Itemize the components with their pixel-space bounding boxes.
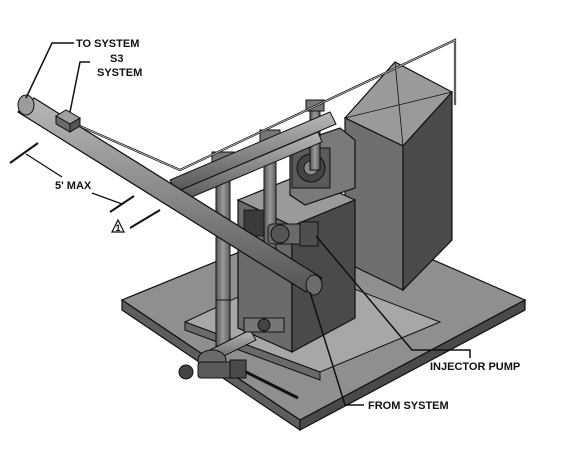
leader-injector-pump xyxy=(315,235,471,358)
label-injector-pump: INJECTOR PUMP xyxy=(430,361,520,373)
label-from-system: FROM SYSTEM xyxy=(368,400,449,412)
base-side-edge xyxy=(299,299,526,431)
bottom-pump xyxy=(178,349,247,380)
injector-pump xyxy=(267,221,319,247)
dimension-lines xyxy=(9,142,161,229)
note-marker-number: 1 xyxy=(116,223,121,233)
label-5-max: 5' MAX xyxy=(55,180,92,192)
note-marker: 1 xyxy=(111,218,125,233)
label-s3-system: SYSTEM xyxy=(97,67,142,79)
storage-cabinet xyxy=(344,61,453,292)
leader-from-system xyxy=(309,291,364,406)
label-s3: S3 xyxy=(110,53,123,65)
s3-sensor xyxy=(55,109,81,133)
label-to-system: TO SYSTEM xyxy=(76,38,139,50)
pipe-end-right xyxy=(305,274,323,296)
pipe-end-left xyxy=(17,94,35,116)
cabinet-side xyxy=(402,90,453,292)
drain-pipe xyxy=(245,370,299,400)
leader-lines xyxy=(25,42,471,406)
system-header-pipe xyxy=(16,94,324,296)
leader-to-system xyxy=(25,42,74,99)
leader-s3 xyxy=(69,61,90,113)
